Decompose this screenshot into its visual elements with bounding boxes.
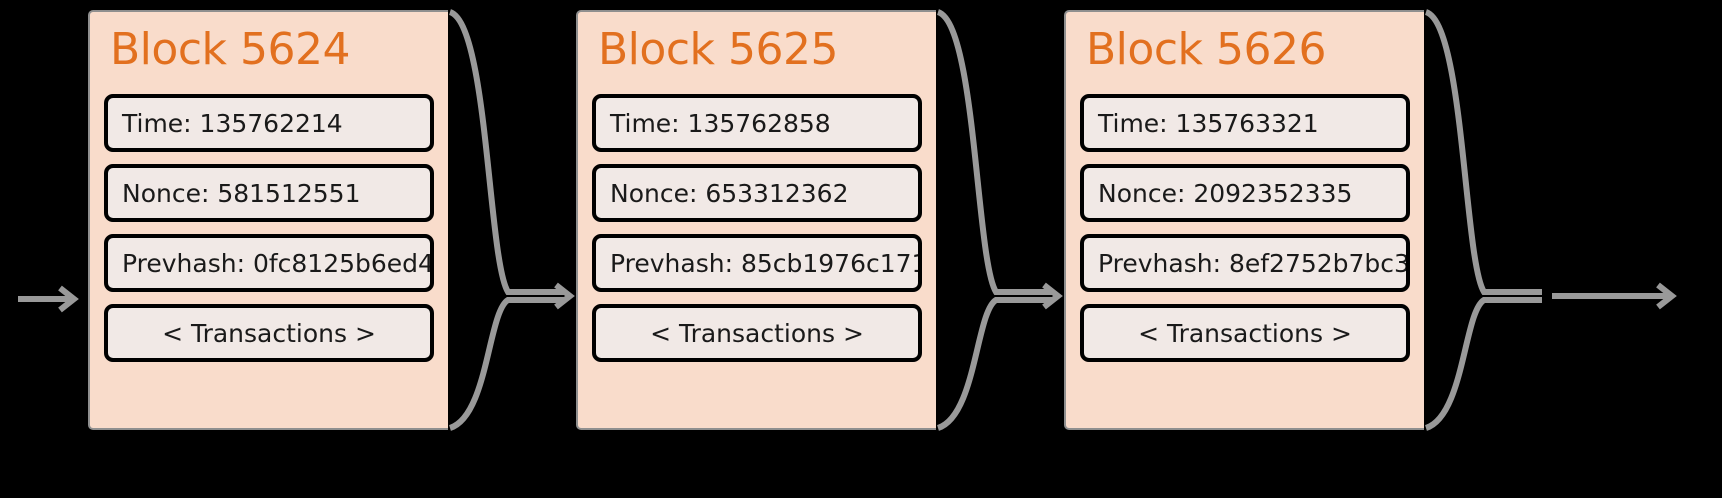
- field-time: Time: 135762214: [104, 94, 434, 152]
- field-transactions[interactable]: < Transactions >: [592, 304, 922, 362]
- block-fields: Time: 135762858 Nonce: 653312362 Prevhas…: [592, 94, 922, 362]
- block-connector-bracket: [936, 0, 1066, 498]
- field-prevhash: Prevhash: 85cb1976c171: [592, 234, 922, 292]
- block-fields: Time: 135762214 Nonce: 581512551 Prevhas…: [104, 94, 434, 362]
- block-title: Block 5626: [1086, 24, 1326, 75]
- field-prevhash: Prevhash: 8ef2752b7bc3: [1080, 234, 1410, 292]
- block-card-1[interactable]: Block 5625 Time: 135762858 Nonce: 653312…: [576, 10, 936, 430]
- block-card-2[interactable]: Block 5626 Time: 135763321 Nonce: 209235…: [1064, 10, 1424, 430]
- block-connector-bracket: [448, 0, 578, 498]
- block-title: Block 5624: [110, 24, 350, 75]
- block-card-0[interactable]: Block 5624 Time: 135762214 Nonce: 581512…: [88, 10, 448, 430]
- field-nonce: Nonce: 581512551: [104, 164, 434, 222]
- block-title: Block 5625: [598, 24, 838, 75]
- chain-outlet-arrow: [1552, 0, 1722, 498]
- field-transactions[interactable]: < Transactions >: [104, 304, 434, 362]
- block-connector-bracket: [1424, 0, 1554, 498]
- field-transactions[interactable]: < Transactions >: [1080, 304, 1410, 362]
- block-fields: Time: 135763321 Nonce: 2092352335 Prevha…: [1080, 94, 1410, 362]
- chain-inlet-arrow: [8, 0, 88, 498]
- field-nonce: Nonce: 2092352335: [1080, 164, 1410, 222]
- field-nonce: Nonce: 653312362: [592, 164, 922, 222]
- field-prevhash: Prevhash: 0fc8125b6ed4: [104, 234, 434, 292]
- field-time: Time: 135762858: [592, 94, 922, 152]
- field-time: Time: 135763321: [1080, 94, 1410, 152]
